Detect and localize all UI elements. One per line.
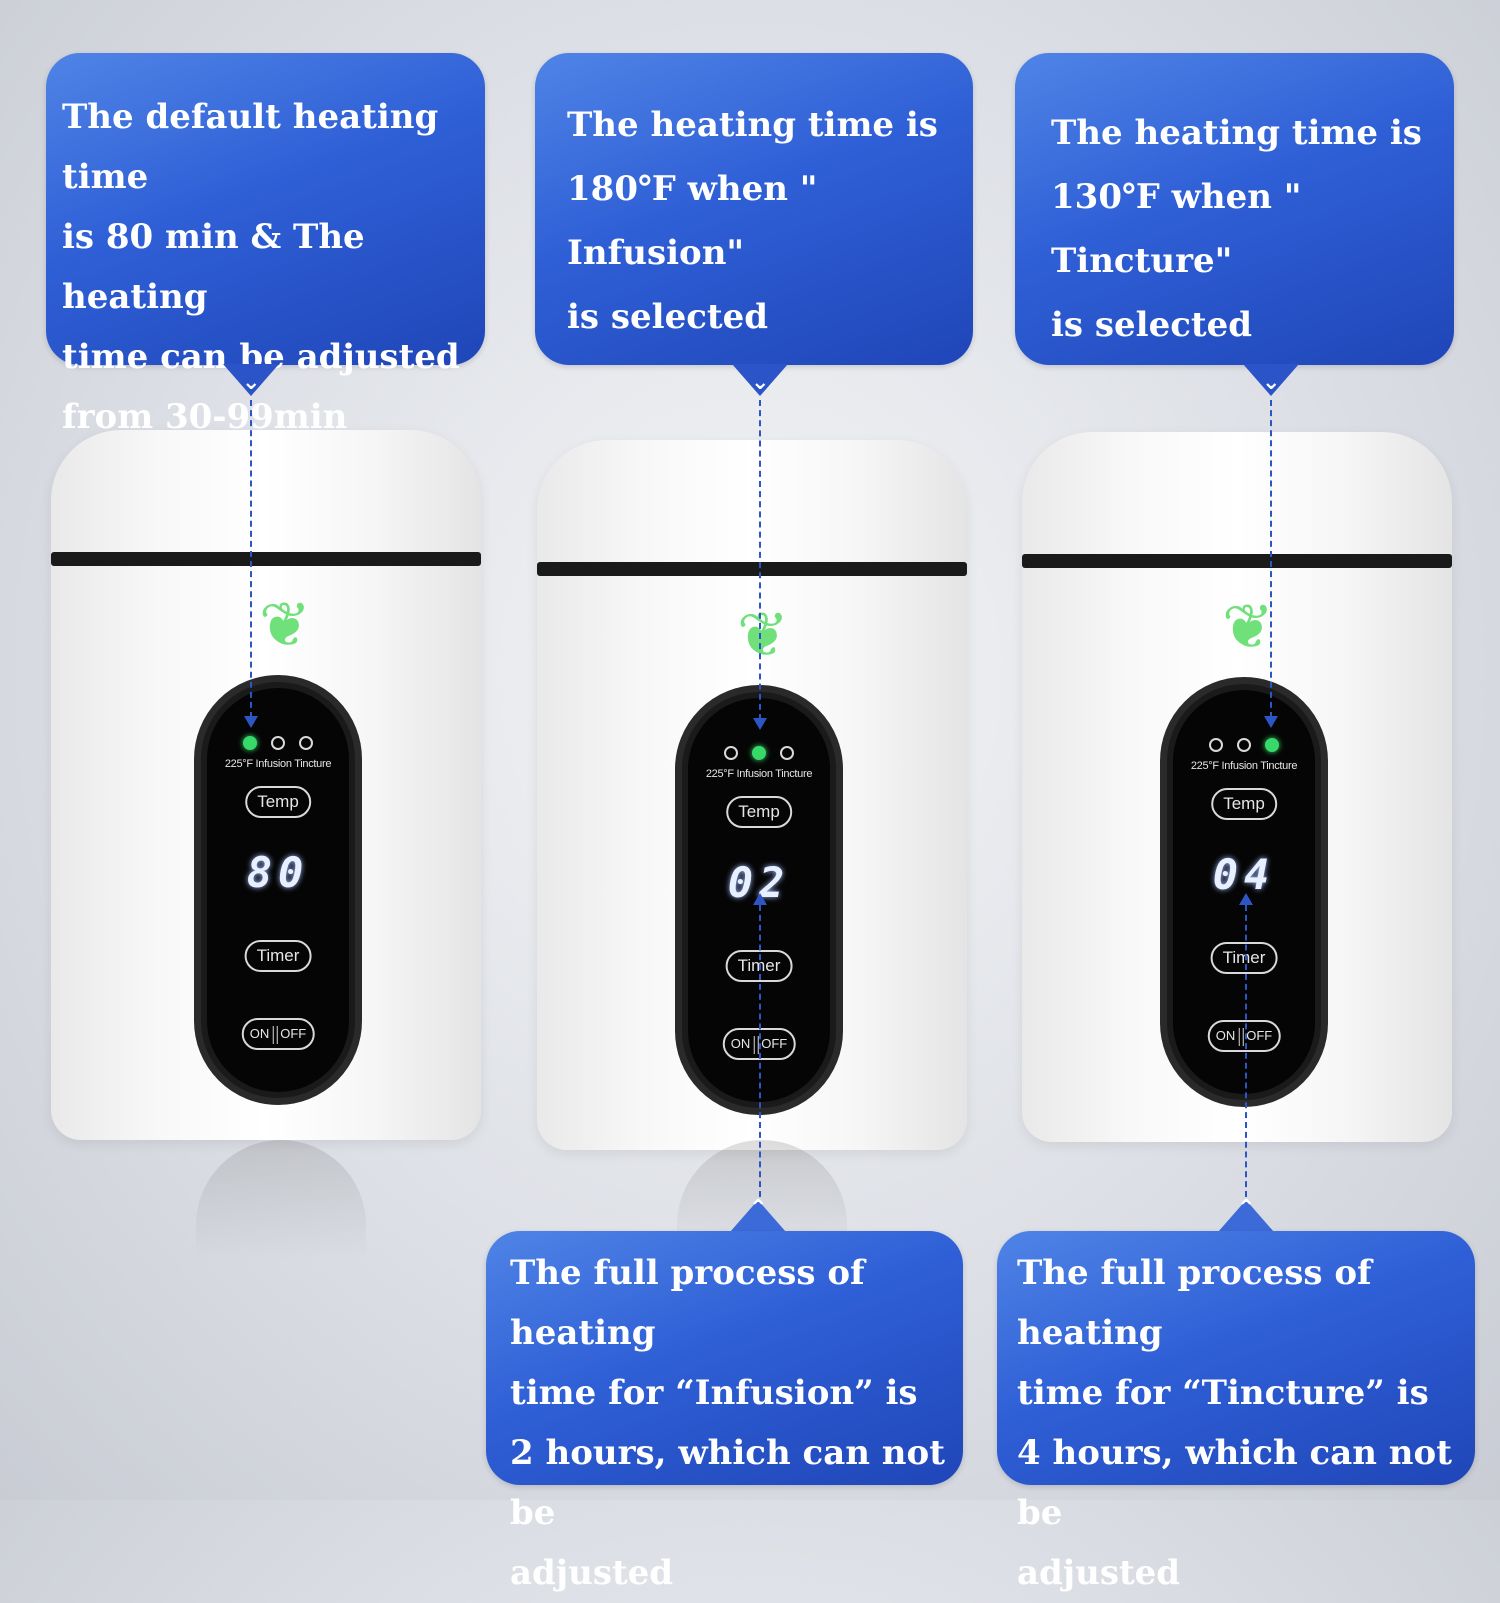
mode-labels: 225°F Infusion Tincture — [224, 758, 332, 770]
callout-infusion-process-time: The full process of heating time for “In… — [486, 1231, 963, 1593]
callout-text: The full process of heating time for “In… — [510, 1253, 945, 1593]
chevron-up-icon: ⌃ — [1237, 1196, 1256, 1221]
timer-display: 80 — [246, 848, 310, 897]
led-infusion — [271, 736, 285, 750]
pointer-arrow — [1239, 893, 1253, 905]
mode-indicators — [688, 746, 830, 760]
temp-button[interactable]: Temp — [1211, 788, 1277, 820]
led-225f — [1209, 738, 1223, 752]
pointer-arrow — [753, 718, 767, 730]
leaf-icon: ❦ — [259, 588, 311, 661]
leaf-icon: ❦ — [737, 598, 789, 671]
callout-pointer — [732, 364, 788, 396]
off-label: OFF — [280, 1026, 307, 1041]
callout-text: The heating time is 130℉ when " Tincture… — [1051, 113, 1422, 345]
led-225f — [724, 746, 738, 760]
callout-pointer — [1243, 364, 1299, 396]
chevron-down-icon: ⌄ — [242, 370, 261, 395]
callout-default-heating-time: The default heating time is 80 min & The… — [46, 53, 485, 437]
mode-labels: 225°F Infusion Tincture — [705, 768, 813, 780]
timer-button[interactable]: Timer — [1210, 942, 1278, 974]
lid-band — [537, 562, 967, 576]
callout-pointer — [1218, 1200, 1274, 1232]
callout-pointer — [730, 1200, 786, 1232]
on-label: ON — [730, 1036, 751, 1051]
chevron-up-icon: ⌃ — [749, 1196, 768, 1221]
chevron-down-icon: ⌄ — [751, 370, 770, 395]
callout-tincture-temperature: The heating time is 130℉ when " Tincture… — [1015, 53, 1454, 365]
pointer-line — [250, 400, 252, 718]
timer-display: 04 — [1212, 850, 1276, 899]
decarboxylator-device-3: ❦ 225°F Infusion Tincture Temp 04 Timer … — [1022, 432, 1452, 1142]
led-infusion — [1237, 738, 1251, 752]
temp-button[interactable]: Temp — [245, 786, 311, 818]
callout-pointer — [223, 364, 279, 396]
temp-button[interactable]: Temp — [726, 796, 792, 828]
callout-text: The heating time is 180℉ when " Infusion… — [567, 105, 938, 337]
power-button[interactable]: ON OFF — [241, 1018, 315, 1050]
lid-band — [51, 552, 481, 566]
pointer-line — [759, 905, 761, 1197]
pointer-line — [759, 400, 761, 720]
power-button[interactable]: ON OFF — [1207, 1020, 1281, 1052]
pointer-line — [1270, 400, 1272, 718]
lid-band — [1022, 554, 1452, 568]
timer-button[interactable]: Timer — [244, 940, 312, 972]
pointer-arrow — [1264, 716, 1278, 728]
mode-labels: 225°F Infusion Tincture — [1190, 760, 1298, 772]
callout-tincture-process-time: The full process of heating time for “Ti… — [997, 1231, 1475, 1593]
pointer-arrow — [244, 716, 258, 728]
led-infusion — [752, 746, 766, 760]
leaf-icon: ❦ — [1222, 590, 1274, 663]
control-panel: 225°F Infusion Tincture Temp 80 Timer ON… — [194, 675, 362, 1105]
pointer-arrow — [753, 893, 767, 905]
on-label: ON — [249, 1026, 270, 1041]
pointer-line — [1245, 905, 1247, 1197]
mode-indicators — [207, 736, 349, 750]
mode-indicators — [1173, 738, 1315, 752]
off-label: OFF — [1246, 1028, 1273, 1043]
device-reflection — [196, 1140, 366, 1260]
decarboxylator-device-1: ❦ 225°F Infusion Tincture Temp 80 Timer … — [51, 430, 481, 1140]
control-panel: 225°F Infusion Tincture Temp 04 Timer ON… — [1160, 677, 1328, 1107]
on-label: ON — [1215, 1028, 1236, 1043]
led-tincture — [1265, 738, 1279, 752]
led-225f — [243, 736, 257, 750]
led-tincture — [780, 746, 794, 760]
callout-infusion-temperature: The heating time is 180℉ when " Infusion… — [535, 53, 973, 365]
decarboxylator-device-2: ❦ 225°F Infusion Tincture Temp 02 Timer … — [537, 440, 967, 1150]
off-label: OFF — [761, 1036, 788, 1051]
led-tincture — [299, 736, 313, 750]
chevron-down-icon: ⌄ — [1262, 370, 1281, 395]
callout-text: The full process of heating time for “Ti… — [1017, 1253, 1452, 1593]
